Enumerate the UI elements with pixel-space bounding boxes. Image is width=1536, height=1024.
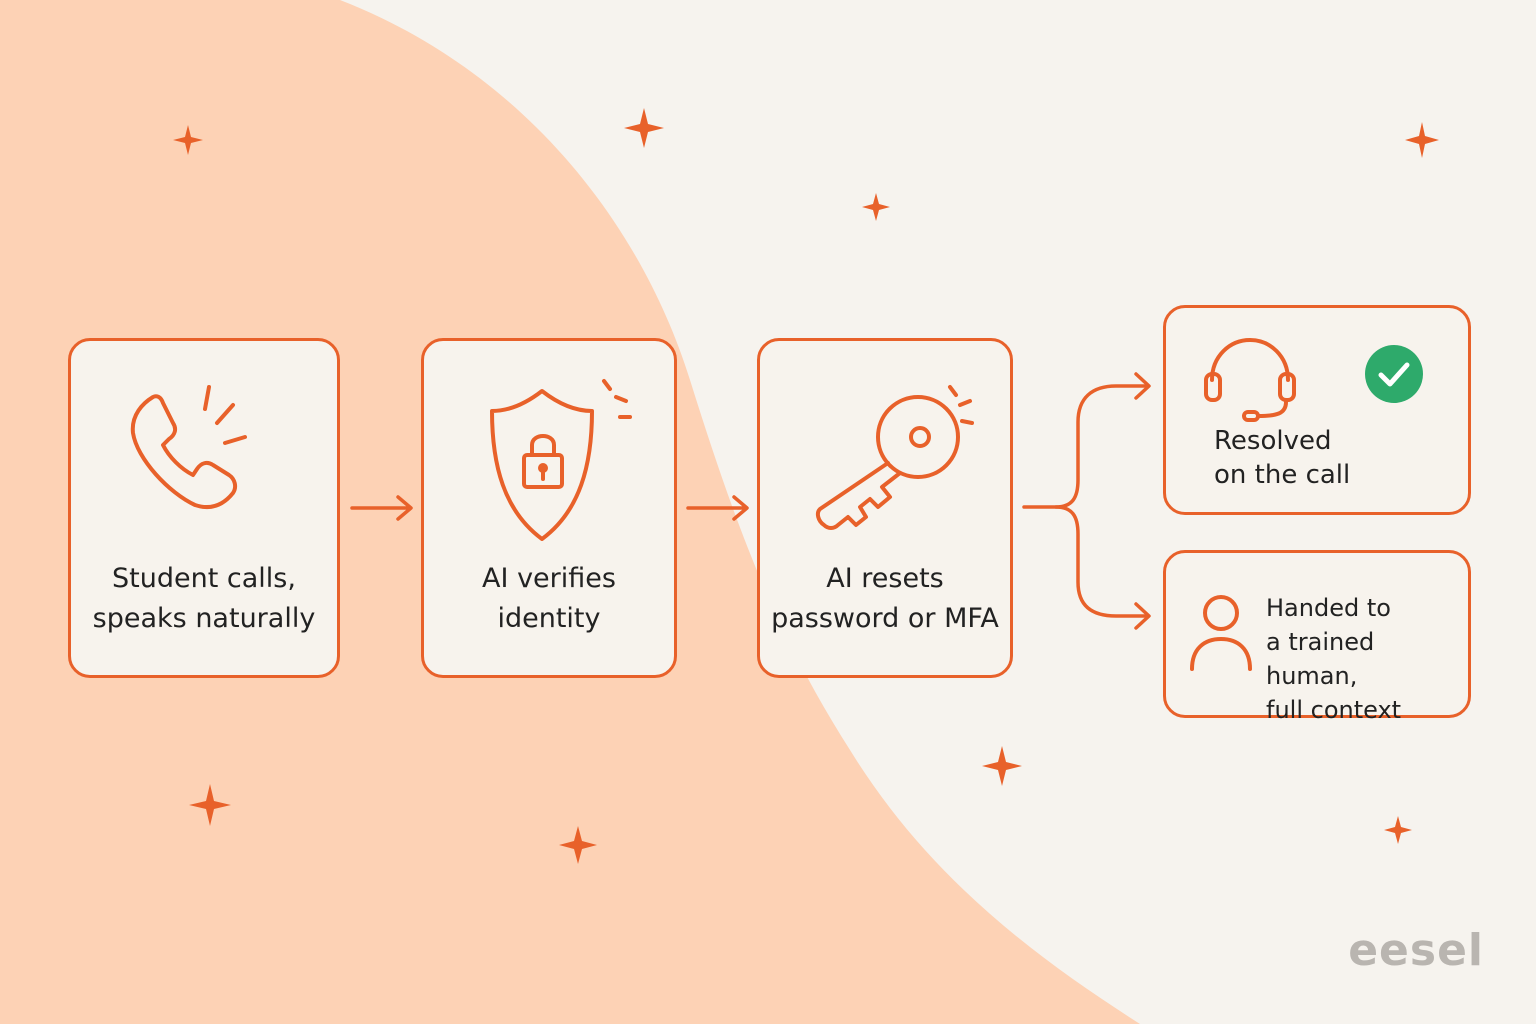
- arrow-icon: [350, 495, 413, 521]
- sparkle-icon: [559, 826, 597, 864]
- step-card-ai-verifies: AI verifies identity: [421, 338, 677, 678]
- sparkle-icon: [862, 193, 890, 221]
- sparkle-icon: [189, 784, 231, 826]
- step-card-ai-resets: AI resets password or MFA: [757, 338, 1013, 678]
- sparkles: [173, 108, 1439, 864]
- headset-icon: [1204, 338, 1296, 422]
- step-label: AI verifies identity: [482, 563, 616, 634]
- step-card-student-calls: Student calls, speaks naturally: [68, 338, 340, 678]
- key-icon: [815, 385, 974, 530]
- outcome-card-handed-to-human: Handed to a trained human, full context: [1163, 550, 1471, 724]
- sparkle-icon: [624, 108, 664, 148]
- step-label: AI resets password or MFA: [771, 563, 999, 634]
- phone-ringing-icon: [130, 385, 247, 510]
- outcome-label: Handed to a trained human, full context: [1266, 594, 1402, 724]
- shield-lock-icon: [490, 379, 632, 541]
- sparkle-icon: [1405, 122, 1439, 158]
- step-label: Student calls, speaks naturally: [92, 563, 316, 634]
- sparkle-icon: [173, 125, 203, 155]
- sparkle-icon: [1384, 816, 1412, 844]
- check-circle-icon: [1365, 345, 1423, 403]
- sparkle-icon: [982, 746, 1022, 786]
- brand-logo: eesel: [1348, 925, 1484, 976]
- outcome-label: Resolved on the call: [1214, 426, 1351, 490]
- outcome-card-resolved: Resolved on the call: [1163, 305, 1471, 515]
- arrow-icon: [686, 495, 749, 521]
- branch-arrow-icon: [1022, 372, 1151, 630]
- person-icon: [1190, 595, 1252, 671]
